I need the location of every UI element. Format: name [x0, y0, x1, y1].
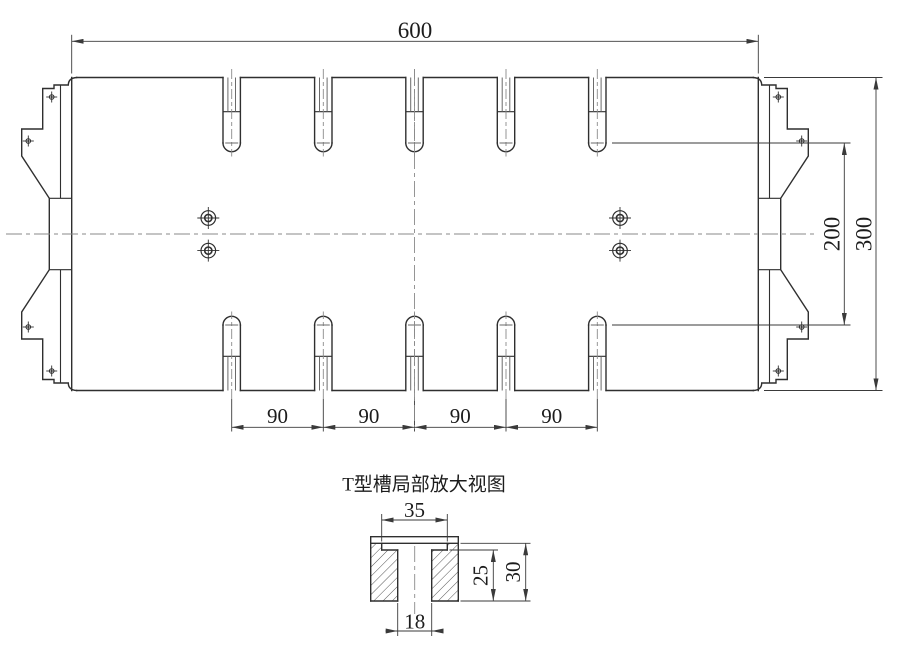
- dimension-overall-height: 300: [764, 77, 883, 391]
- dimension-detail-slot-depth: 25: [449, 549, 498, 601]
- dimension-slot-pitches: 90 90 90 90: [231, 404, 598, 430]
- right-ear-profile: [752, 76, 809, 392]
- dim-pitch-3-label: 90: [450, 404, 471, 428]
- dim-pitch-4-label: 90: [541, 404, 562, 428]
- dim-pitch-2-label: 90: [358, 404, 379, 428]
- main-view: 600 300 200 90 90 90 90: [6, 18, 883, 432]
- dim-slot-span-label: 200: [820, 217, 845, 252]
- dimension-detail-throat-width: 18: [385, 603, 444, 636]
- dim-detail-top-width-label: 35: [404, 498, 425, 522]
- detail-section-body: [370, 536, 459, 614]
- detail-view-title: T型槽局部放大视图: [342, 474, 506, 496]
- dimension-slot-span: 200: [612, 142, 851, 326]
- dimension-detail-total-depth: 30: [460, 542, 531, 602]
- dim-detail-throat-width-label: 18: [404, 610, 425, 634]
- centerlines: [6, 69, 818, 432]
- dim-pitch-1-label: 90: [267, 404, 288, 428]
- detail-view: T型槽局部放大视图: [342, 474, 531, 636]
- dim-detail-total-depth-label: 30: [501, 562, 525, 583]
- dim-overall-width-label: 600: [398, 18, 433, 43]
- dim-detail-slot-depth-label: 25: [469, 565, 493, 586]
- dimension-detail-top-width: 35: [381, 498, 448, 542]
- dim-overall-height-label: 300: [852, 217, 877, 252]
- dimension-overall-width: 600: [71, 18, 759, 74]
